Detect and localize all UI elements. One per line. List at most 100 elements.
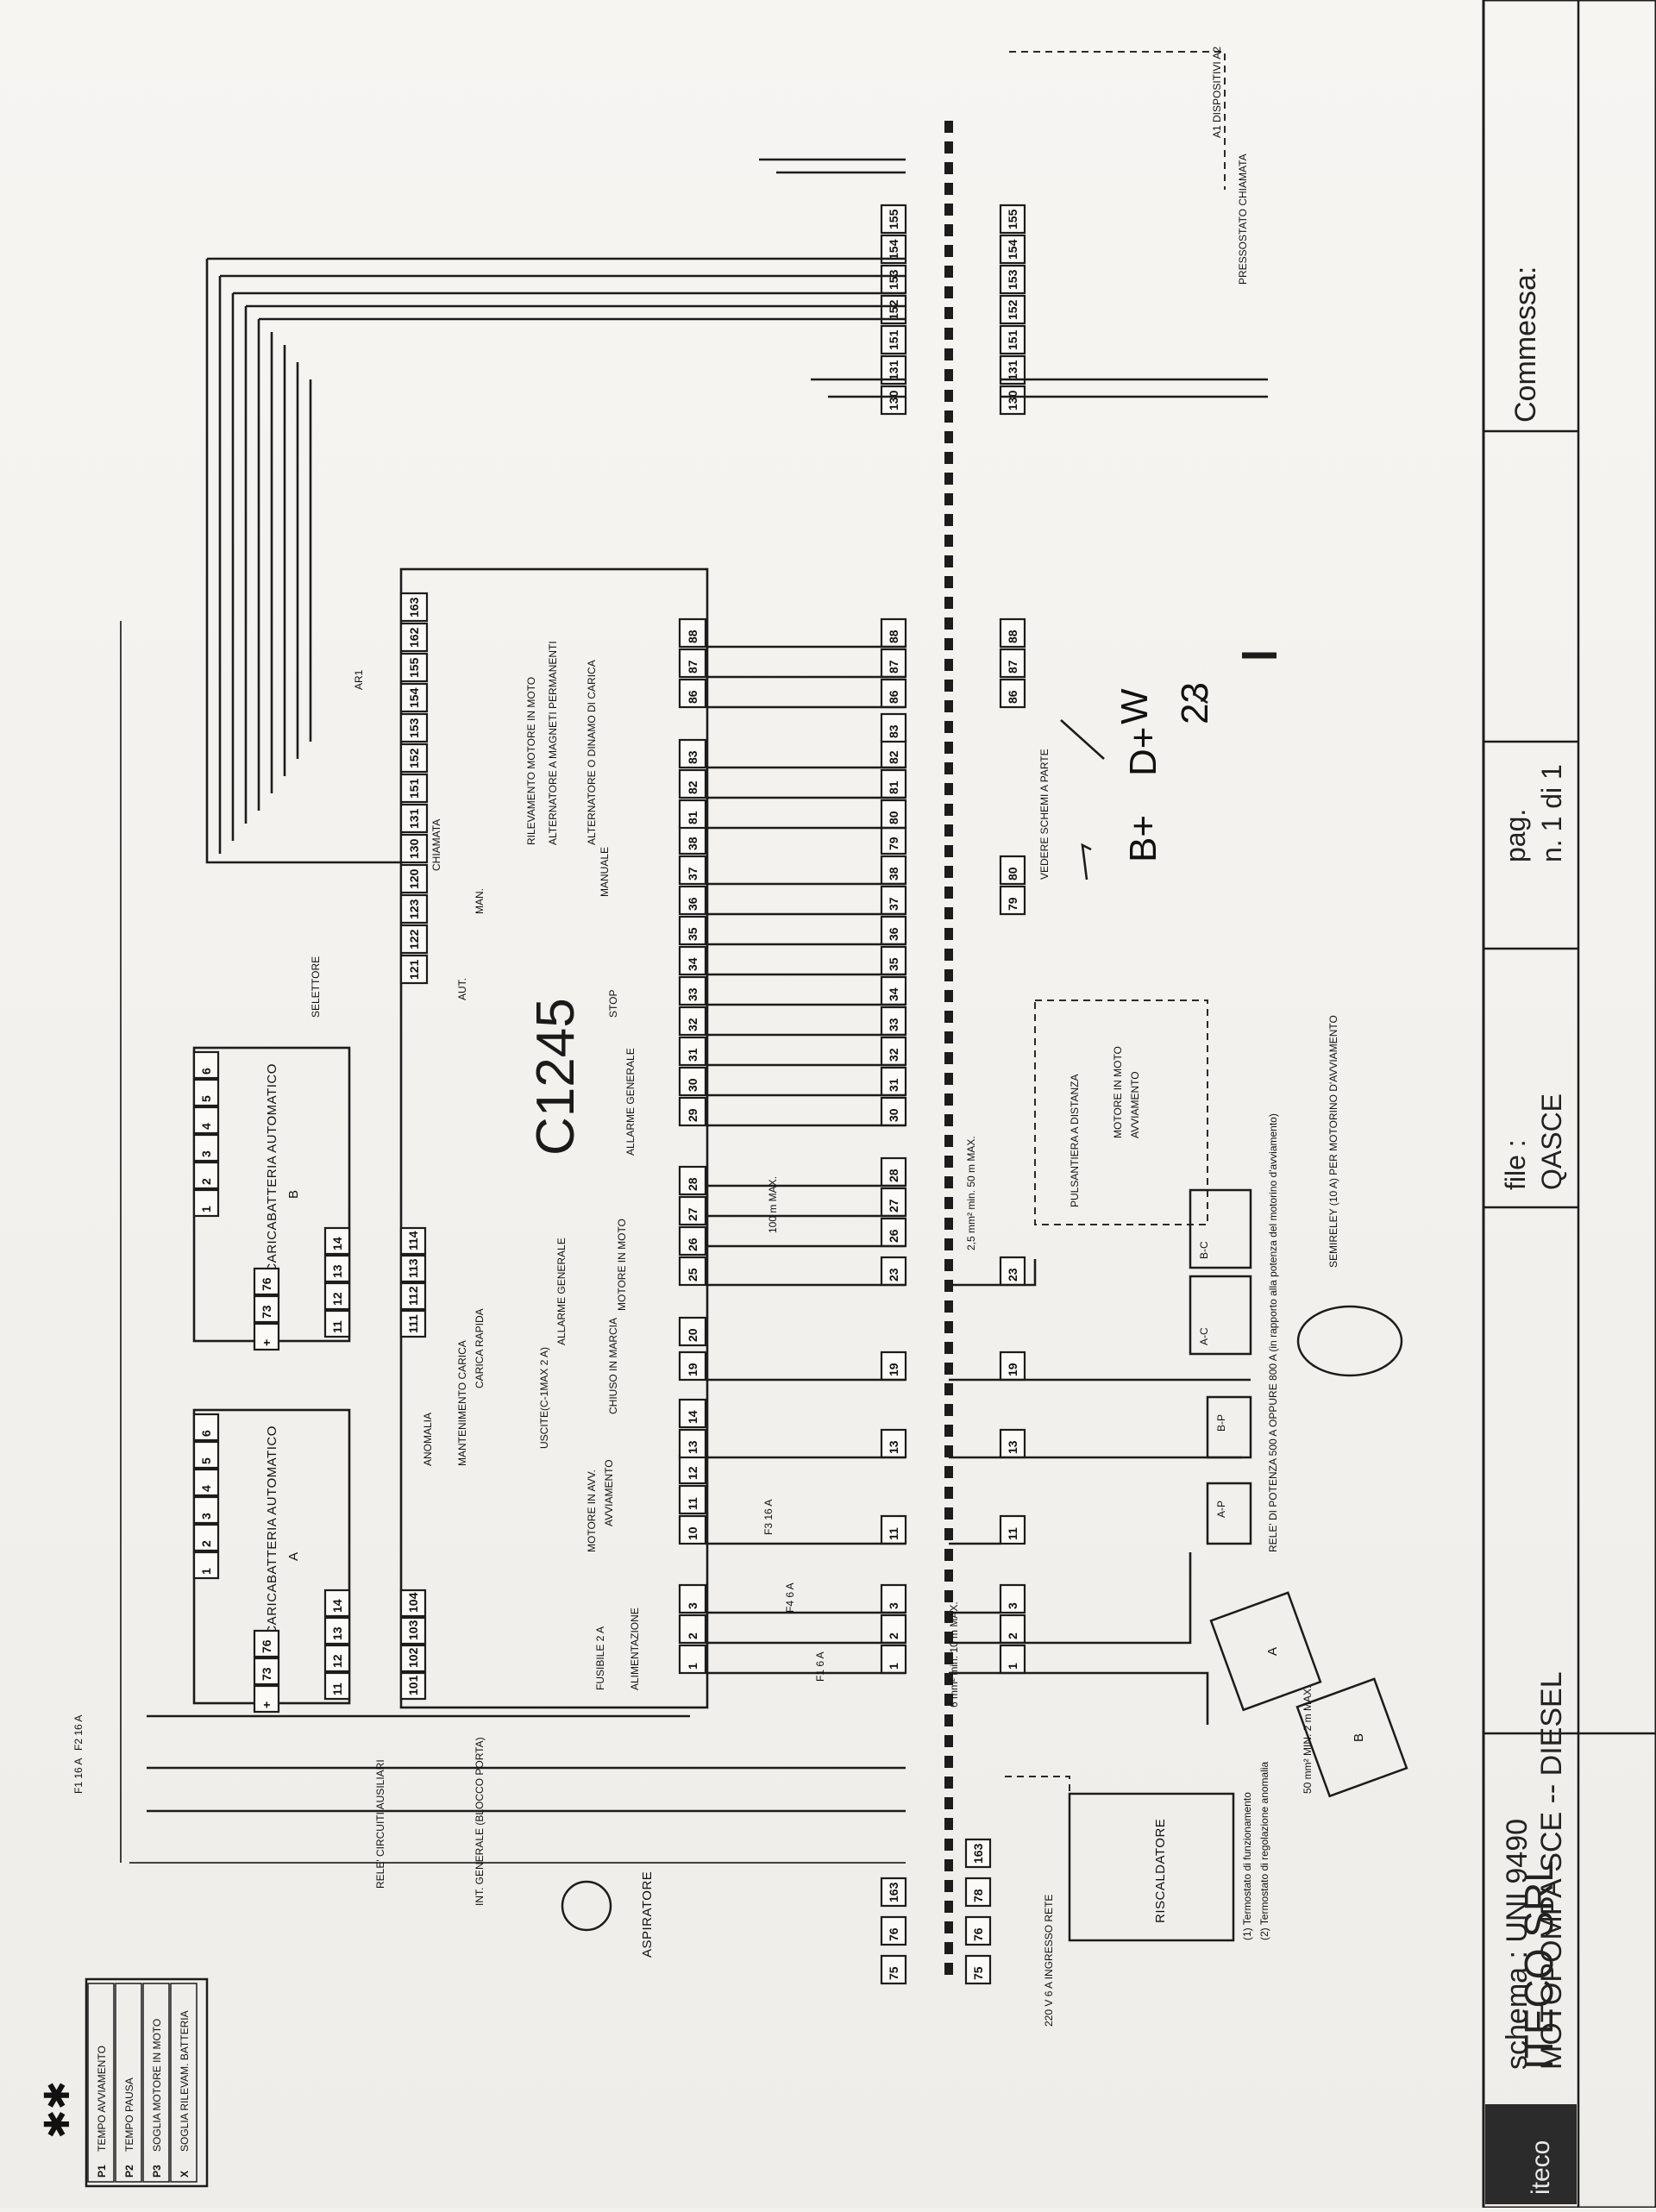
terminal-label: 30 bbox=[887, 1108, 900, 1122]
terminal-label: 28 bbox=[686, 1177, 699, 1191]
terminal-box bbox=[399, 773, 429, 804]
terminal-box bbox=[323, 1644, 351, 1673]
terminal-label: 34 bbox=[686, 957, 699, 971]
terminal-box bbox=[880, 1156, 907, 1187]
terminal-label: 80 bbox=[1006, 867, 1019, 880]
label-aut: AUT. bbox=[456, 978, 468, 1000]
terminal-box bbox=[253, 1657, 280, 1686]
terminal-box bbox=[880, 799, 907, 830]
terminal-label: 13 bbox=[330, 1626, 344, 1640]
terminal-label: 2 bbox=[887, 1632, 900, 1639]
terminal-label: 88 bbox=[887, 630, 900, 643]
terminal-box bbox=[880, 1006, 907, 1037]
asterisks: ✱✱ bbox=[39, 2081, 77, 2139]
terminal-label: 33 bbox=[686, 987, 699, 1001]
terminal-box bbox=[192, 1413, 220, 1442]
terminal-label: 23 bbox=[887, 1268, 900, 1281]
terminal-label: 26 bbox=[686, 1238, 699, 1251]
terminal-box bbox=[678, 1195, 707, 1226]
label-anomalia: ANOMALIA bbox=[422, 1413, 434, 1466]
terminal-label: 12 bbox=[686, 1466, 699, 1480]
terminal-box bbox=[678, 915, 707, 946]
label-cavo4: 50 mm² MIN. 2 m MAX. bbox=[1302, 1686, 1314, 1794]
terminal-label: 13 bbox=[1006, 1440, 1019, 1454]
terminal-box bbox=[192, 1468, 220, 1497]
terminal-box bbox=[999, 1514, 1026, 1545]
terminal-label: 86 bbox=[1006, 690, 1019, 704]
terminal-label: 155 bbox=[1006, 209, 1019, 229]
terminal-label: 155 bbox=[887, 209, 900, 229]
terminal-label: 103 bbox=[406, 1620, 420, 1640]
label-alimentazione: ALIMENTAZIONE bbox=[629, 1607, 641, 1690]
label-int-generale: INT. GENERALE (BLOCCO PORTA) bbox=[474, 1737, 486, 1906]
terminal-label: 154 bbox=[1006, 239, 1019, 260]
terminal-label: 152 bbox=[1006, 299, 1019, 320]
label-mantenimento: MANTENIMENTO CARICA bbox=[456, 1340, 468, 1466]
svg-text:A-P: A-P bbox=[1215, 1501, 1227, 1518]
legend-text: TEMPO AVVIAMENTO bbox=[96, 2046, 108, 2152]
label-f1: F1 16 A bbox=[72, 1758, 85, 1794]
terminal-label: 1 bbox=[1006, 1663, 1019, 1670]
terminal-box bbox=[880, 1096, 907, 1127]
main-terminal-strip: 1231011121314192025262728293031323334353… bbox=[678, 617, 707, 1675]
terminal-label: 6 bbox=[199, 1430, 213, 1437]
terminal-box bbox=[253, 1294, 280, 1324]
terminal-label: 38 bbox=[887, 867, 900, 880]
terminal-label: 11 bbox=[330, 1682, 344, 1695]
terminal-box bbox=[678, 1066, 707, 1097]
logo-text: iteco bbox=[1527, 2140, 1555, 2195]
terminal-label: 76 bbox=[260, 1639, 273, 1653]
terminal-label: 14 bbox=[330, 1599, 344, 1613]
terminal-box bbox=[880, 975, 907, 1006]
terminal-label: 35 bbox=[887, 957, 900, 971]
legend-text: TEMPO PAUSA bbox=[123, 2077, 135, 2152]
terminal-label: 83 bbox=[887, 724, 900, 738]
terminal-label: 13 bbox=[330, 1264, 344, 1278]
terminal-label: 12 bbox=[330, 1654, 344, 1668]
terminal-box bbox=[999, 648, 1026, 679]
terminal-box bbox=[678, 1644, 707, 1675]
label-carica-rapida: CARICA RAPIDA bbox=[474, 1308, 486, 1388]
terminal-box bbox=[192, 1106, 220, 1135]
terminal-label: 151 bbox=[887, 329, 900, 350]
svg-text:B: B bbox=[1352, 1733, 1366, 1742]
terminal-box bbox=[880, 1036, 907, 1067]
terminal-box bbox=[323, 1254, 351, 1283]
terminal-box bbox=[678, 1225, 707, 1256]
terminal-box bbox=[678, 617, 707, 649]
terminal-label: 130 bbox=[887, 390, 900, 410]
file-label: file : bbox=[1500, 1139, 1531, 1190]
main-strip-wires bbox=[707, 645, 906, 1675]
legend-box bbox=[85, 1977, 209, 2188]
terminal-box bbox=[399, 803, 429, 834]
terminal-box bbox=[880, 1187, 907, 1218]
terminal-label: 80 bbox=[887, 811, 900, 824]
terminal-label: 6 bbox=[199, 1068, 213, 1075]
legend-code: P3 bbox=[151, 2165, 163, 2178]
legend-row bbox=[87, 1983, 115, 2183]
controller-model: C1245 bbox=[526, 998, 586, 1156]
legend-code: P1 bbox=[96, 2165, 108, 2178]
terminal-box bbox=[399, 1281, 427, 1311]
svg-text:B-C: B-C bbox=[1198, 1241, 1210, 1259]
terminal-label: 131 bbox=[407, 808, 421, 829]
terminal-label: 130 bbox=[407, 838, 421, 859]
label-alternatore2: ALTERNATORE O DINAMO DI CARICA bbox=[586, 660, 598, 845]
terminal-box bbox=[192, 1440, 220, 1469]
terminal-label: 113 bbox=[406, 1258, 420, 1278]
terminal-label: 5 bbox=[199, 1457, 213, 1464]
terminal-box bbox=[399, 1671, 427, 1701]
terminal-label: 83 bbox=[686, 750, 699, 764]
terminal-box bbox=[253, 1629, 280, 1658]
terminal-box bbox=[192, 1133, 220, 1162]
terminal-label: 163 bbox=[887, 1882, 900, 1902]
terminal-label: 152 bbox=[407, 748, 421, 768]
terminal-box bbox=[399, 924, 429, 955]
terminal-label: 19 bbox=[887, 1363, 900, 1376]
